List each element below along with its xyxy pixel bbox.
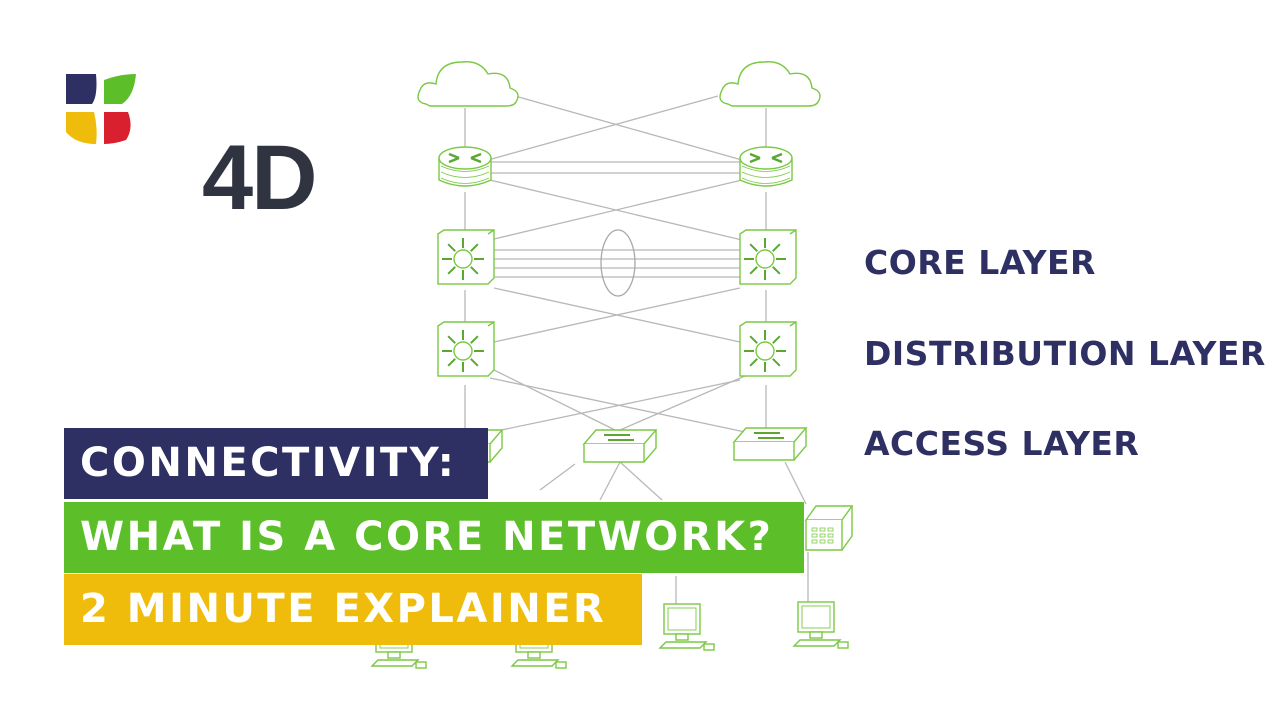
access-switch-icon — [582, 429, 658, 463]
layer3-switch-icon — [437, 321, 495, 377]
ip-phone-icon — [804, 505, 854, 551]
layer3-switch-icon — [437, 229, 495, 285]
brand-logo: 4D — [64, 72, 318, 224]
router-icon — [438, 146, 492, 187]
access-switch-icon — [732, 427, 808, 461]
layer3-switch-icon — [739, 229, 797, 285]
router-icon — [739, 146, 793, 187]
title-banner-line2: WHAT IS A CORE NETWORK? — [64, 502, 804, 573]
cloud-icon — [719, 61, 821, 107]
core-layer-label: CORE LAYER — [864, 243, 1096, 282]
distribution-layer-label: DISTRIBUTION LAYER — [864, 334, 1266, 373]
computer-icon — [792, 601, 849, 649]
title-banner-line3: 2 MINUTE EXPLAINER — [64, 574, 642, 645]
layer3-switch-icon — [739, 321, 797, 377]
logo-text: 4D — [202, 127, 318, 229]
network-links — [464, 95, 809, 604]
logo-petals-icon — [66, 74, 136, 144]
access-layer-label: ACCESS LAYER — [864, 424, 1140, 463]
cloud-icon — [417, 61, 519, 107]
computer-icon — [658, 603, 715, 651]
title-banner-line1: CONNECTIVITY: — [64, 428, 488, 499]
